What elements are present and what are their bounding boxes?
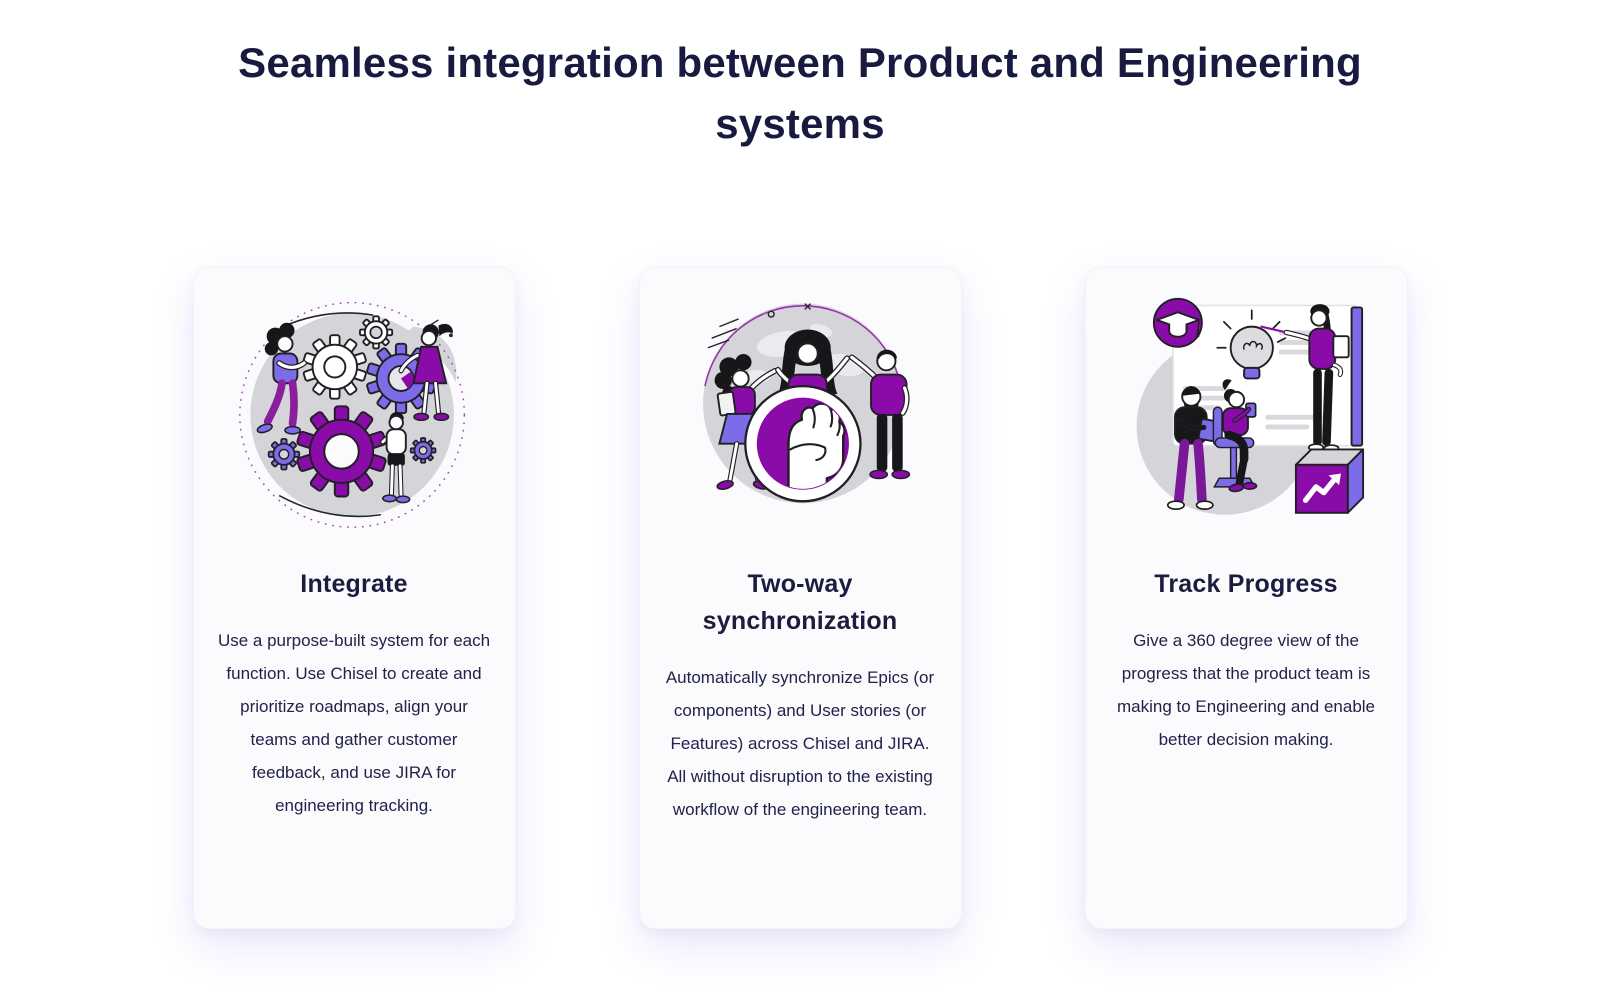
card-title: Integrate <box>300 570 408 598</box>
decorative-marks <box>707 303 812 349</box>
lightbulb-icon <box>1216 309 1287 380</box>
card-description: Use a purpose-built system for each func… <box>217 631 491 815</box>
card-title: Track Progress <box>1154 570 1338 598</box>
card-illustration <box>662 294 939 532</box>
graduation-cap-icon <box>1152 297 1203 348</box>
progress-presentation-illustration <box>1136 297 1365 515</box>
section-heading-line2: systems <box>715 100 885 147</box>
person-figure-right-man <box>848 349 911 480</box>
feature-card-track-progress: Track Progress Give a 360 degree view of… <box>1084 267 1408 929</box>
growth-arrow-icon <box>1302 473 1342 503</box>
card-illustration <box>1108 294 1385 532</box>
person-figure-right-woman <box>398 323 453 422</box>
card-illustration <box>216 294 493 532</box>
person-figure-presenter-woman <box>1260 304 1350 453</box>
person-figure-man <box>1166 386 1218 511</box>
section-heading: Seamless integration between Product and… <box>170 32 1430 154</box>
integration-section: Seamless integration between Product and… <box>0 32 1600 929</box>
gear-icon-cluster <box>267 315 437 498</box>
growth-cube <box>1294 448 1365 514</box>
card-description: Give a 360 degree view of the progress t… <box>1116 631 1376 749</box>
team-fist-globe-illustration <box>703 303 911 504</box>
card-description: Automatically synchronize Epics (or comp… <box>665 668 935 819</box>
dashed-ring <box>239 301 466 528</box>
card-title: Two-way synchronization <box>702 570 898 635</box>
person-figure-seated-woman <box>1212 379 1258 493</box>
gears-teamwork-illustration <box>239 301 466 528</box>
person-figure-left-woman <box>714 353 778 490</box>
person-figure-left-woman <box>256 322 307 435</box>
person-figure-boy <box>380 412 411 504</box>
section-heading-line1: Seamless integration between Product and… <box>238 39 1362 86</box>
feature-card-integrate: Integrate Use a purpose-built system for… <box>192 267 516 929</box>
feature-cards-row: Integrate Use a purpose-built system for… <box>0 267 1600 929</box>
feature-card-two-way-synchronization: Two-way synchronization Automatically sy… <box>638 267 962 929</box>
fist-icon <box>744 384 862 503</box>
